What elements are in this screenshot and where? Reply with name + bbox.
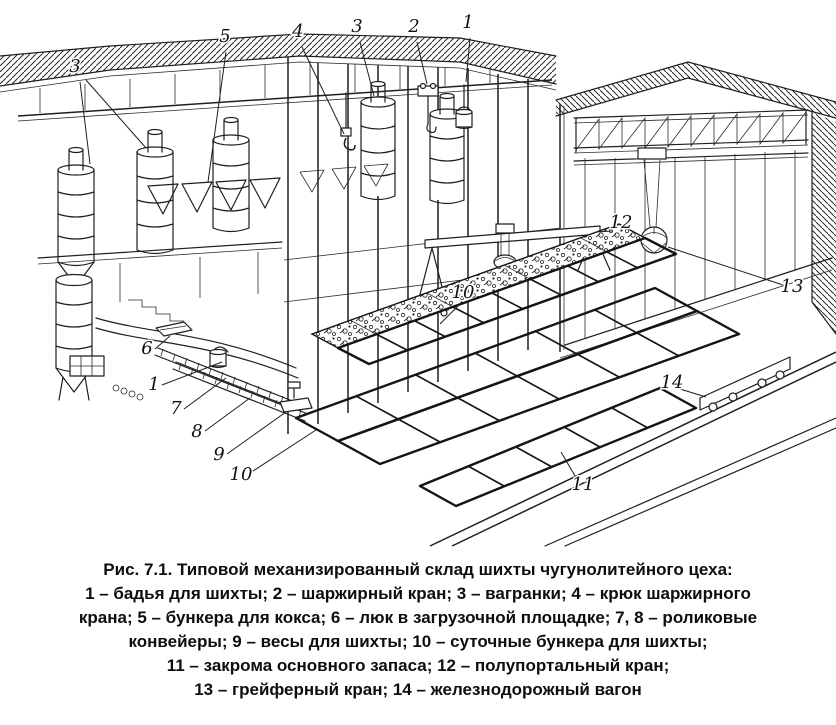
callout-label-14: 14 bbox=[661, 372, 684, 393]
right-wall bbox=[811, 111, 836, 335]
callout-leader-line bbox=[154, 335, 171, 350]
figure-caption-title: Рис. 7.1. Типовой механизированный склад… bbox=[103, 560, 733, 579]
callout-label-4: 4 bbox=[291, 21, 303, 42]
callout-label-7: 7 bbox=[170, 398, 182, 419]
callout-leader-line bbox=[226, 411, 287, 455]
callout-label-3: 3 bbox=[351, 16, 362, 37]
charge-bucket-on-crane bbox=[455, 84, 473, 130]
figure-caption: Рис. 7.1. Типовой механизированный склад… bbox=[0, 558, 836, 702]
roof-truss bbox=[573, 109, 809, 166]
daily-bunkers bbox=[310, 223, 678, 366]
monorail-track bbox=[17, 61, 553, 122]
cupola-furnace bbox=[212, 116, 250, 233]
callout-label-10: 10 bbox=[452, 282, 475, 303]
callout-leader-line bbox=[183, 377, 227, 410]
loading-hatch bbox=[155, 321, 193, 337]
callout-label-5: 5 bbox=[219, 26, 230, 47]
callout-leader-line bbox=[416, 41, 428, 85]
misc-equipment bbox=[69, 355, 144, 401]
cupola-furnace bbox=[136, 128, 174, 255]
callout-label-6: 6 bbox=[141, 338, 152, 359]
cupola-furnace bbox=[55, 273, 93, 401]
coke-bunkers bbox=[147, 163, 389, 215]
callout-leader-line bbox=[359, 41, 375, 97]
callout-leader-line bbox=[249, 429, 317, 474]
chute-path bbox=[95, 317, 299, 379]
charging-gallery bbox=[0, 33, 557, 93]
railway-track bbox=[429, 351, 836, 547]
charge-bucket bbox=[209, 346, 229, 369]
figure-caption-line: 11 – закрома основного запаса; 12 – полу… bbox=[166, 656, 670, 675]
callout-leader-line bbox=[595, 230, 613, 233]
callout-leader-line bbox=[679, 388, 707, 398]
crane-hook-small bbox=[426, 123, 437, 134]
figure-caption-line: 1 – бадья для шихты; 2 – шаржирный кран;… bbox=[85, 584, 751, 603]
callout-leader-line bbox=[161, 361, 223, 386]
right-building-roof bbox=[555, 61, 836, 119]
cupola-furnace bbox=[57, 146, 95, 287]
callout-leader-line bbox=[439, 303, 461, 325]
figure-caption-line: 13 – грейферный кран; 14 – железнодорожн… bbox=[194, 680, 642, 699]
callout-label-9: 9 bbox=[213, 444, 224, 465]
callout-leader-line bbox=[301, 46, 345, 135]
callout-label-1: 1 bbox=[462, 12, 473, 33]
stairs bbox=[128, 299, 184, 322]
callout-label-10: 10 bbox=[230, 464, 253, 485]
callout-leader-line bbox=[465, 37, 471, 83]
callout-label-3: 3 bbox=[69, 56, 80, 77]
main-storage-bins bbox=[294, 286, 741, 508]
charging-platform bbox=[37, 241, 283, 302]
charge-scales bbox=[279, 381, 313, 413]
charging-hook bbox=[343, 137, 356, 151]
callout-leader-line bbox=[667, 246, 784, 286]
figure-caption-line: крана; 5 – бункера для кокса; 6 – люк в … bbox=[78, 608, 758, 627]
cupola-furnace bbox=[360, 80, 396, 201]
charging-crane bbox=[340, 82, 473, 151]
callout-label-13: 13 bbox=[781, 276, 804, 297]
callout-leader-line bbox=[560, 451, 579, 482]
railway-wagon bbox=[699, 356, 791, 412]
callout-label-11: 11 bbox=[572, 474, 595, 495]
callout-label-8: 8 bbox=[191, 421, 202, 442]
callout-leader-line bbox=[85, 79, 147, 149]
callout-leader-line bbox=[204, 397, 251, 432]
callout-leader-line bbox=[79, 81, 91, 165]
callout-label-12: 12 bbox=[610, 212, 633, 233]
callout-leader-line bbox=[207, 51, 227, 183]
callout-label-1: 1 bbox=[148, 374, 159, 395]
callout-label-2: 2 bbox=[407, 16, 419, 37]
figure-caption-line: конвейеры; 9 – весы для шихты; 10 – суто… bbox=[128, 632, 708, 651]
grab-crane-trolley bbox=[637, 147, 667, 160]
